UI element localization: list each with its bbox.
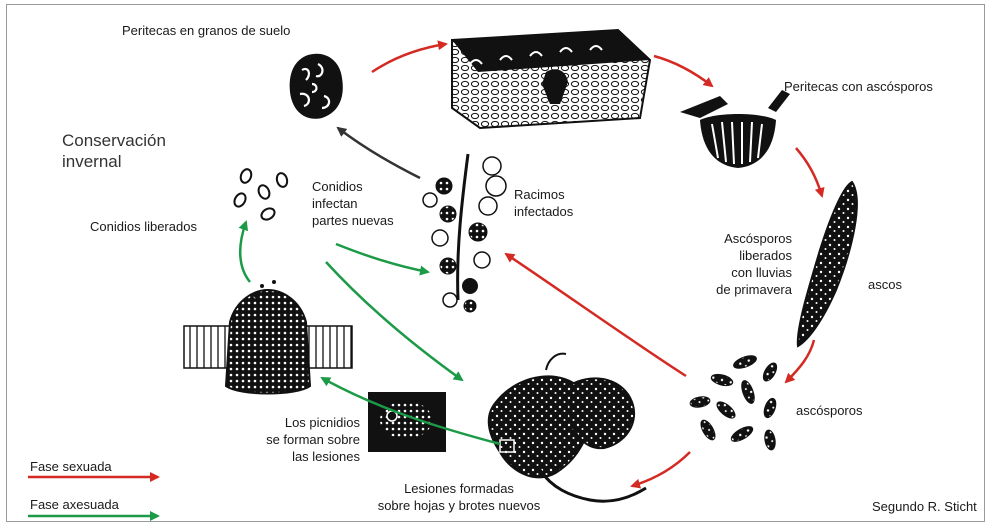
label-ascos: ascos (868, 277, 902, 292)
label-conservacion: Conservación invernal (62, 130, 166, 172)
label-picnidios-line3: las lesiones (292, 449, 360, 464)
label-peritecas-ascosporos: Peritecas con ascósporos (784, 79, 933, 94)
ascospores-drawing (689, 355, 778, 451)
arrow-conidia-to-clusters (335, 242, 430, 276)
infected-leaves-drawing (487, 352, 647, 503)
pycnidium-drawing (183, 280, 353, 395)
label-lesiones-line1: Lesiones formadas (404, 481, 514, 496)
arrow-perithecia-to-ascus (795, 147, 825, 198)
conidia-drawing (233, 168, 289, 221)
label-racimos-line2: infectados (514, 204, 574, 219)
arrow-ascospores-to-clusters (504, 252, 687, 378)
perithecium-soil-drawing (289, 53, 343, 119)
lesion-closeup-drawing (368, 392, 446, 452)
label-ascosporos-liberados-line4: de primavera (716, 282, 792, 297)
label-conidios-infectan: Conidios infectan partes nuevas (312, 178, 394, 229)
label-conidios-infectan-line2: infectan (312, 196, 358, 211)
arrow-block-to-perithecia (653, 54, 714, 88)
ascus-drawing (796, 180, 858, 348)
credit-label: Segundo R. Sticht (872, 499, 977, 514)
label-lesiones-line2: sobre hojas y brotes nuevos (377, 498, 541, 513)
label-conidios-infectan-line3: partes nuevas (312, 213, 394, 228)
arrow-ascospores-to-leaves (630, 451, 691, 489)
arrow-leaves-to-pycnidium (320, 376, 501, 446)
perithecium-ascospores-drawing (680, 90, 790, 168)
label-conidios-liberados: Conidios liberados (90, 219, 197, 234)
label-lesiones: Lesiones formadas sobre hojas y brotes n… (344, 480, 574, 514)
label-picnidios: Los picnidios se forman sobre las lesion… (244, 414, 360, 465)
label-ascosporos-liberados-line3: con lluvias (731, 265, 792, 280)
label-ascosporos-liberados-line2: liberados (739, 248, 792, 263)
label-racimos-line1: Racimos (514, 187, 565, 202)
arrow-clusters-to-soil (336, 126, 421, 180)
label-conidios-infectan-line1: Conidios (312, 179, 363, 194)
label-conservacion-line1: Conservación (62, 131, 166, 150)
label-peritecas-suelo: Peritecas en granos de suelo (122, 23, 291, 38)
soil-block-drawing (451, 28, 652, 130)
label-conservacion-line2: invernal (62, 152, 122, 171)
legend-asexual-label: Fase axesuada (30, 497, 119, 512)
infected-grape-cluster-drawing (422, 153, 507, 313)
label-picnidios-line2: se forman sobre (266, 432, 360, 447)
label-picnidios-line1: Los picnidios (284, 415, 360, 430)
label-ascosporos-liberados: Ascósporos liberados con lluvias de prim… (690, 230, 792, 298)
label-ascosporos: ascósporos (796, 403, 863, 418)
diagram-frame (6, 4, 985, 522)
arrow-pycnidium-to-conidia (238, 220, 251, 283)
arrow-soil-to-block (371, 40, 448, 74)
label-racimos: Racimos infectados (514, 186, 573, 220)
label-ascosporos-liberados-line1: Ascósporos (724, 231, 792, 246)
arrow-conidia-to-leaves (325, 261, 464, 382)
arrow-ascus-to-ascospores (784, 339, 816, 384)
legend-sexual-label: Fase sexuada (30, 459, 112, 474)
